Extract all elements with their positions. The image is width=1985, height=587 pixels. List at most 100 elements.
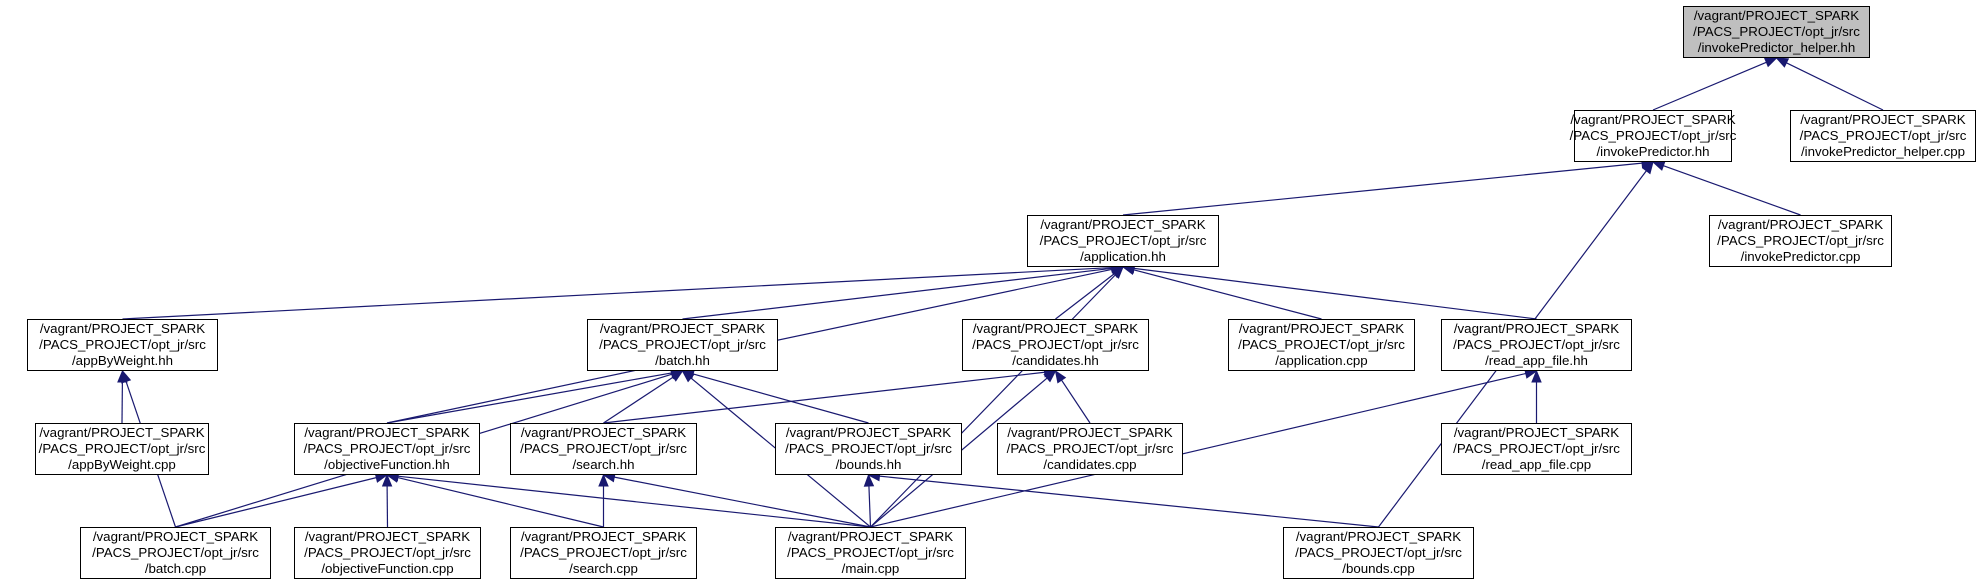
- node-line-3: /invokePredictor_helper.hh: [1697, 40, 1856, 55]
- node-line-1: /vagrant/PROJECT_SPARK: [520, 425, 687, 440]
- node-line-3: /read_app_file.hh: [1485, 353, 1588, 368]
- edge-batch_cpp-to-objective_hh: [175, 477, 377, 528]
- node-objectivefunction-cpp[interactable]: /vagrant/PROJECT_SPARK /PACS_PROJECT/opt…: [294, 527, 481, 579]
- edge-candidates_cpp-to-candidates_hh: [1061, 379, 1091, 424]
- node-application-hh[interactable]: /vagrant/PROJECT_SPARK /PACS_PROJECT/opt…: [1027, 215, 1219, 267]
- node-appbyweight-hh[interactable]: /vagrant/PROJECT_SPARK /PACS_PROJECT/opt…: [27, 319, 218, 371]
- arrowhead-invoke_helper_cpp-to-invoke_helper_hh: [1775, 57, 1790, 68]
- arrowhead-main_cpp-to-batch_hh: [681, 370, 695, 383]
- node-line-3: /appByWeight.cpp: [68, 457, 176, 472]
- node-line-1: /vagrant/PROJECT_SPARK: [1453, 321, 1620, 336]
- node-line-2: /PACS_PROJECT/opt_jr/src: [1799, 128, 1967, 143]
- arrowhead-bounds_cpp-to-invoke_hh: [1641, 160, 1654, 175]
- edge-read_app_file_hh-to-application_hh: [1133, 267, 1537, 320]
- arrowhead-main_cpp-to-bounds_hh: [863, 473, 875, 487]
- edge-main_cpp-to-application_hh: [870, 274, 1116, 528]
- node-line-3: /bounds.hh: [835, 457, 902, 472]
- node-bounds-cpp[interactable]: /vagrant/PROJECT_SPARK /PACS_PROJECT/opt…: [1283, 527, 1474, 579]
- node-line-1: /vagrant/PROJECT_SPARK: [304, 529, 471, 544]
- node-line-2: /PACS_PROJECT/opt_jr/src: [1006, 441, 1174, 456]
- node-appbyweight-cpp[interactable]: /vagrant/PROJECT_SPARK /PACS_PROJECT/opt…: [35, 423, 209, 475]
- node-candidates-cpp[interactable]: /vagrant/PROJECT_SPARK /PACS_PROJECT/opt…: [997, 423, 1183, 475]
- node-line-1: /vagrant/PROJECT_SPARK: [1295, 529, 1462, 544]
- node-line-3: /batch.cpp: [144, 561, 207, 576]
- node-line-1: /vagrant/PROJECT_SPARK: [1717, 217, 1884, 232]
- node-line-2: /PACS_PROJECT/opt_jr/src: [1693, 24, 1860, 39]
- node-line-3: /read_app_file.cpp: [1481, 457, 1592, 472]
- node-read-app-file-hh[interactable]: /vagrant/PROJECT_SPARK /PACS_PROJECT/opt…: [1441, 319, 1632, 371]
- node-line-1: /vagrant/PROJECT_SPARK: [1570, 112, 1736, 127]
- node-line-3: /appByWeight.hh: [71, 353, 174, 368]
- node-line-2: /PACS_PROJECT/opt_jr/src: [1295, 545, 1462, 560]
- node-line-2: /PACS_PROJECT/opt_jr/src: [787, 545, 954, 560]
- edge-invoke_cpp-to-invoke_hh: [1663, 165, 1801, 216]
- node-line-2: /PACS_PROJECT/opt_jr/src: [785, 441, 952, 456]
- edge-objective_hh-to-batch_hh: [386, 372, 672, 424]
- node-line-2: /PACS_PROJECT/opt_jr/src: [520, 441, 687, 456]
- node-line-3: /invokePredictor.hh: [1596, 144, 1710, 159]
- node-line-2: /PACS_PROJECT/opt_jr/src: [303, 441, 471, 456]
- node-line-1: /vagrant/PROJECT_SPARK: [92, 529, 259, 544]
- node-line-2: /PACS_PROJECT/opt_jr/src: [39, 337, 206, 352]
- arrowhead-invoke_cpp-to-invoke_hh: [1651, 160, 1666, 171]
- node-line-2: /PACS_PROJECT/opt_jr/src: [1569, 128, 1737, 143]
- node-read-app-file-cpp[interactable]: /vagrant/PROJECT_SPARK /PACS_PROJECT/opt…: [1441, 423, 1632, 475]
- edge-bounds_cpp-to-bounds_hh: [879, 475, 1379, 528]
- arrowhead-candidates_cpp-to-candidates_hh: [1054, 369, 1067, 384]
- node-line-1: /vagrant/PROJECT_SPARK: [1453, 425, 1620, 440]
- arrowhead-invoke_hh-to-invoke_helper_hh: [1763, 57, 1778, 68]
- edge-main_cpp-to-read_app_file_hh: [870, 372, 1526, 528]
- node-line-3: /candidates.cpp: [1043, 457, 1137, 472]
- node-line-1: /vagrant/PROJECT_SPARK: [1800, 112, 1966, 127]
- node-line-1: /vagrant/PROJECT_SPARK: [1238, 321, 1405, 336]
- edge-search_cpp-to-objective_hh: [397, 476, 604, 528]
- edge-candidates_hh-to-application_hh: [1055, 273, 1115, 320]
- node-line-3: /candidates.hh: [1012, 353, 1099, 368]
- node-main-cpp[interactable]: /vagrant/PROJECT_SPARK /PACS_PROJECT/opt…: [775, 527, 966, 579]
- node-line-3: /search.cpp: [569, 561, 638, 576]
- node-candidates-hh[interactable]: /vagrant/PROJECT_SPARK /PACS_PROJECT/opt…: [962, 319, 1149, 371]
- edge-search_hh-to-candidates_hh: [603, 371, 1045, 424]
- node-line-1: /vagrant/PROJECT_SPARK: [520, 529, 687, 544]
- node-line-3: /objectiveFunction.hh: [324, 457, 450, 472]
- edge-application_hh-to-invoke_hh: [1122, 162, 1643, 216]
- node-line-3: /objectiveFunction.cpp: [321, 561, 454, 576]
- node-line-3: /invokePredictor_helper.cpp: [1800, 144, 1966, 159]
- node-line-2: /PACS_PROJECT/opt_jr/src: [304, 545, 471, 560]
- node-line-2: /PACS_PROJECT/opt_jr/src: [1238, 337, 1405, 352]
- node-batch-cpp[interactable]: /vagrant/PROJECT_SPARK /PACS_PROJECT/opt…: [80, 527, 271, 579]
- node-line-2: /PACS_PROJECT/opt_jr/src: [92, 545, 259, 560]
- node-search-hh[interactable]: /vagrant/PROJECT_SPARK /PACS_PROJECT/opt…: [510, 423, 697, 475]
- node-line-2: /PACS_PROJECT/opt_jr/src: [520, 545, 687, 560]
- node-line-3: /bounds.cpp: [1342, 561, 1415, 576]
- node-line-1: /vagrant/PROJECT_SPARK: [1040, 217, 1206, 232]
- edge-main_cpp-to-search_hh: [614, 476, 871, 528]
- node-line-1: /vagrant/PROJECT_SPARK: [304, 425, 470, 440]
- node-line-3: /invokePredictor.cpp: [1740, 249, 1861, 264]
- node-line-2: /PACS_PROJECT/opt_jr/src: [38, 441, 206, 456]
- arrowhead-objective_cpp-to-objective_hh: [381, 473, 393, 487]
- node-line-1: /vagrant/PROJECT_SPARK: [787, 529, 954, 544]
- node-line-3: /application.hh: [1080, 249, 1166, 264]
- node-invokepredictor-helper-cpp[interactable]: /vagrant/PROJECT_SPARK /PACS_PROJECT/opt…: [1790, 110, 1976, 162]
- node-bounds-hh[interactable]: /vagrant/PROJECT_SPARK /PACS_PROJECT/opt…: [775, 423, 962, 475]
- edge-appbyweight_hh-to-application_hh: [122, 266, 1113, 320]
- node-line-3: /search.hh: [572, 457, 635, 472]
- node-batch-hh[interactable]: /vagrant/PROJECT_SPARK /PACS_PROJECT/opt…: [587, 319, 778, 371]
- node-invokepredictor-hh[interactable]: /vagrant/PROJECT_SPARK /PACS_PROJECT/opt…: [1570, 110, 1736, 162]
- node-objectivefunction-hh[interactable]: /vagrant/PROJECT_SPARK /PACS_PROJECT/opt…: [294, 423, 480, 475]
- edge-application_cpp-to-application_hh: [1133, 269, 1322, 320]
- node-application-cpp[interactable]: /vagrant/PROJECT_SPARK /PACS_PROJECT/opt…: [1228, 319, 1415, 371]
- edge-main_cpp-to-bounds_hh: [868, 485, 872, 528]
- node-invokepredictor-helper-hh: /vagrant/PROJECT_SPARK /PACS_PROJECT/opt…: [1683, 6, 1870, 58]
- node-line-2: /PACS_PROJECT/opt_jr/src: [599, 337, 766, 352]
- arrowhead-read_app_file_cpp-to-read_app_file_hh: [1531, 369, 1542, 383]
- edge-bounds_hh-to-batch_hh: [692, 373, 869, 424]
- edge-invoke_helper_cpp-to-invoke_helper_hh: [1786, 62, 1884, 111]
- edge-invoke_hh-to-invoke_helper_hh: [1652, 61, 1767, 111]
- node-search-cpp[interactable]: /vagrant/PROJECT_SPARK /PACS_PROJECT/opt…: [510, 527, 697, 579]
- node-line-1: /vagrant/PROJECT_SPARK: [1693, 8, 1860, 23]
- node-invokepredictor-cpp[interactable]: /vagrant/PROJECT_SPARK /PACS_PROJECT/opt…: [1709, 215, 1892, 267]
